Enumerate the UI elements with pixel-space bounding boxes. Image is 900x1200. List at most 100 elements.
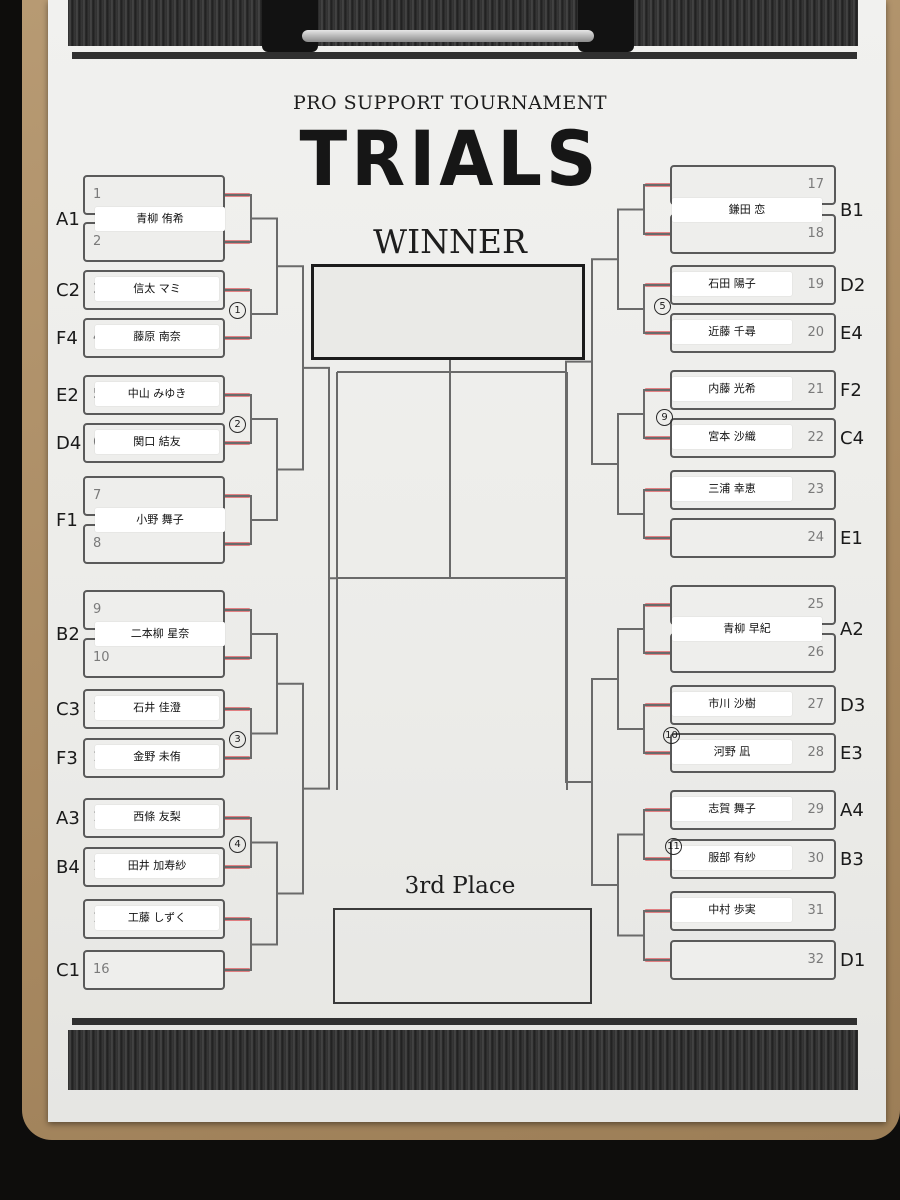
player-name: 石井 佳澄 xyxy=(133,701,181,714)
player-name: 信太 マミ xyxy=(133,282,181,295)
slot-number: 2 xyxy=(93,234,102,249)
bottom-border-band xyxy=(68,1030,858,1090)
player-name: 石田 陽子 xyxy=(708,277,756,290)
player-name: 中山 みゆき xyxy=(127,387,187,400)
bracket-connector xyxy=(617,628,644,730)
player-name-tag: 田井 加寿紗 xyxy=(95,854,219,878)
slot-number: 20 xyxy=(807,325,824,340)
bracket-connector xyxy=(591,678,618,886)
seed-code: E1 xyxy=(840,528,863,549)
match-number: 5 xyxy=(654,298,671,315)
seed-code: D4 xyxy=(56,433,82,454)
slot-number: 1 xyxy=(93,187,102,202)
player-name: 青柳 早紀 xyxy=(723,622,771,635)
match-connector xyxy=(225,918,252,971)
match-connector xyxy=(643,184,670,235)
entry-slot-32: 32 xyxy=(670,940,836,980)
bracket-connector xyxy=(303,366,330,790)
player-name-tag: 藤原 南奈 xyxy=(95,325,219,349)
player-name: 関口 結友 xyxy=(133,435,181,448)
player-name-tag: 関口 結友 xyxy=(95,430,219,454)
match-number: 10 xyxy=(663,727,680,744)
bracket-connector xyxy=(277,682,304,895)
bracket-connector xyxy=(565,360,592,783)
bye-name-tag: 二本柳 星奈 xyxy=(95,622,225,646)
player-name: 鎌田 恋 xyxy=(728,202,766,216)
slot-number: 31 xyxy=(807,903,824,918)
match-number: 2 xyxy=(229,416,246,433)
seed-code: A2 xyxy=(840,619,864,640)
seed-code: D1 xyxy=(840,950,866,971)
seed-code: F4 xyxy=(56,328,78,349)
seed-code: C2 xyxy=(56,280,81,301)
match-number: 9 xyxy=(656,409,673,426)
seed-code: C1 xyxy=(56,960,81,981)
bracket-connector xyxy=(591,258,618,465)
match-connector xyxy=(643,910,670,961)
bracket-connector xyxy=(617,208,644,310)
player-name: 小野 舞子 xyxy=(136,513,184,526)
player-name: 中村 歩実 xyxy=(708,903,756,916)
tournament-subtitle: PRO SUPPORT TOURNAMENT xyxy=(292,92,608,114)
player-name: 青柳 侑希 xyxy=(136,211,184,225)
bracket-connector xyxy=(251,841,278,946)
slot-number: 28 xyxy=(807,745,824,760)
match-connector xyxy=(643,604,670,654)
slot-number: 25 xyxy=(807,597,824,612)
slot-number: 30 xyxy=(807,851,824,866)
bracket-connector xyxy=(251,418,278,521)
slot-number: 8 xyxy=(93,536,102,551)
player-name: 河野 凪 xyxy=(713,745,751,758)
player-name: 内藤 光希 xyxy=(708,382,756,395)
top-border-line xyxy=(72,52,857,59)
seed-code: F3 xyxy=(56,748,78,769)
seed-code: C4 xyxy=(840,428,865,449)
player-name-tag: 石井 佳澄 xyxy=(95,696,219,720)
seed-code: A4 xyxy=(840,800,864,821)
player-name-tag: 金野 未侑 xyxy=(95,745,219,769)
seed-code: F1 xyxy=(56,510,78,531)
match-number: 1 xyxy=(229,302,246,319)
seed-code: E4 xyxy=(840,323,863,344)
third-place-box xyxy=(333,908,592,1004)
player-name-tag: 工藤 しずく xyxy=(95,906,219,930)
slot-number: 21 xyxy=(807,382,824,397)
player-name-tag: 服部 有紗 xyxy=(672,846,792,870)
slot-number: 9 xyxy=(93,602,102,617)
winner-box xyxy=(311,264,585,360)
bye-name-tag: 青柳 早紀 xyxy=(672,617,822,641)
slot-number: 23 xyxy=(807,482,824,497)
winner-label: WINNER xyxy=(373,222,527,261)
slot-number: 27 xyxy=(807,697,824,712)
player-name: 二本柳 星奈 xyxy=(130,627,190,640)
entry-slot-24: 24 xyxy=(670,518,836,558)
bracket-connector xyxy=(251,633,278,735)
player-name-tag: 信太 マミ xyxy=(95,277,219,301)
bracket-connector xyxy=(617,413,644,515)
slot-number: 29 xyxy=(807,802,824,817)
player-name-tag: 志賀 舞子 xyxy=(672,797,792,821)
slot-number: 16 xyxy=(93,962,110,977)
third-place-label: 3rd Place xyxy=(404,873,516,899)
entry-slot-16: 16 xyxy=(83,950,225,990)
slot-number: 24 xyxy=(807,530,824,545)
slot-number: 32 xyxy=(807,952,824,967)
player-name-tag: 河野 凪 xyxy=(672,740,792,764)
bye-name-tag: 青柳 侑希 xyxy=(95,206,225,231)
player-name-tag: 石田 陽子 xyxy=(672,272,792,296)
player-name-tag: 市川 沙樹 xyxy=(672,692,792,716)
match-number: 11 xyxy=(665,838,682,855)
slot-number: 26 xyxy=(807,645,824,660)
seed-code: D2 xyxy=(840,275,866,296)
seed-code: A1 xyxy=(56,208,80,230)
player-name: 志賀 舞子 xyxy=(708,802,756,815)
player-name: 金野 未侑 xyxy=(133,750,181,763)
seed-code: B2 xyxy=(56,624,80,645)
seed-code: B3 xyxy=(840,849,864,870)
match-connector xyxy=(225,495,252,545)
player-name-tag: 中山 みゆき xyxy=(95,382,219,406)
seed-code: F2 xyxy=(840,380,862,401)
player-name-tag: 西條 友梨 xyxy=(95,805,219,829)
seed-code: C3 xyxy=(56,699,81,720)
bottom-border-line xyxy=(72,1018,857,1025)
